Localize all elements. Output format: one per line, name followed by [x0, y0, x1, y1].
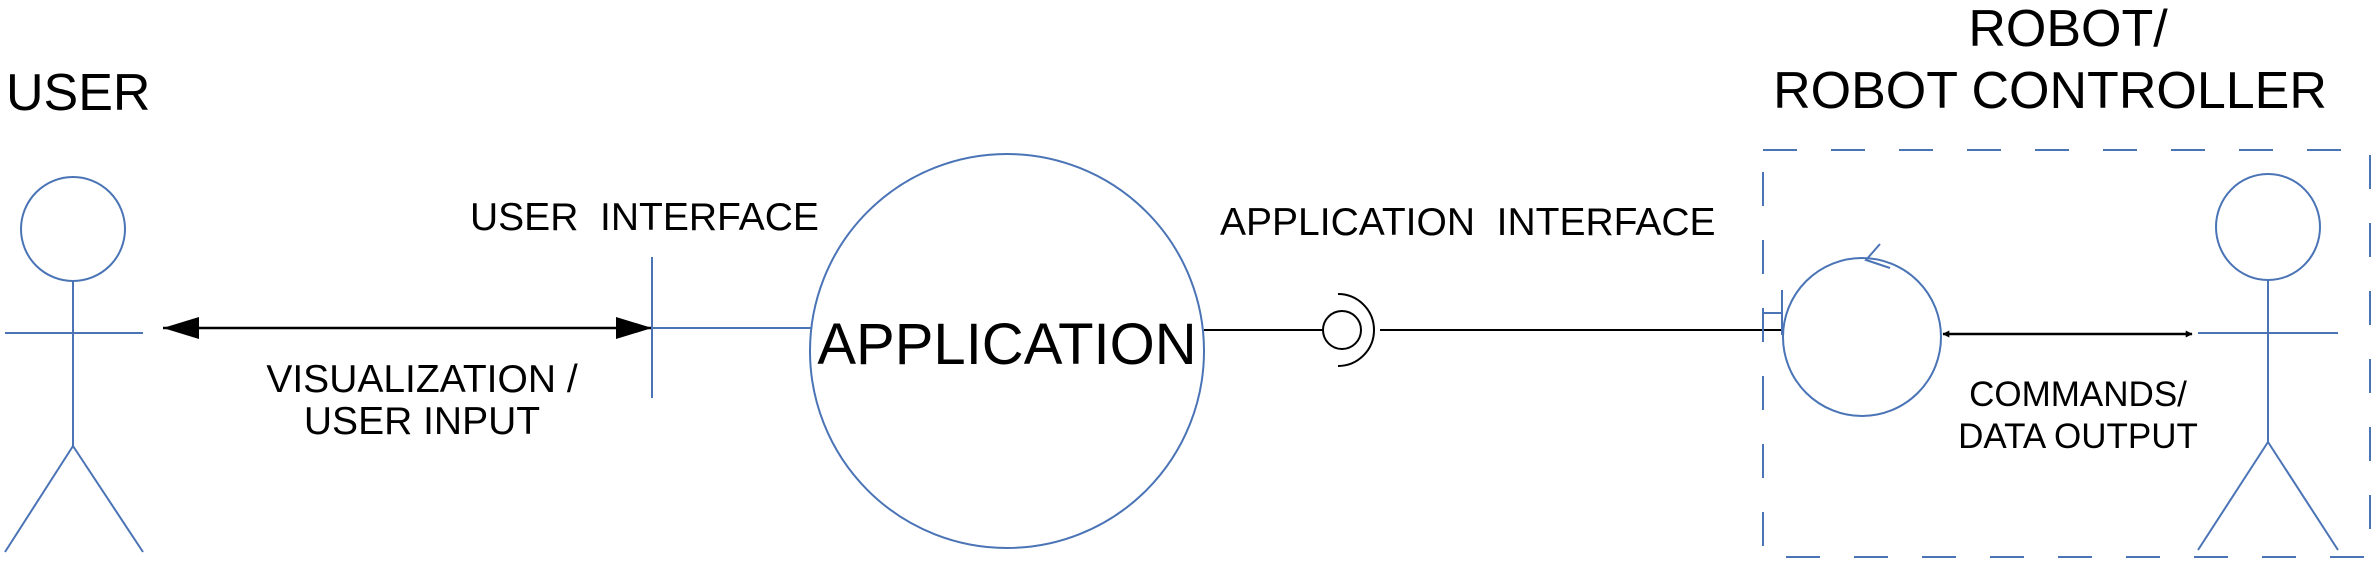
user-interface-port — [651, 257, 812, 398]
socket-arc — [1337, 293, 1375, 367]
application-label: APPLICATION — [817, 312, 1196, 377]
application-circle — [809, 153, 1205, 549]
robot-title-line2: ROBOT CONTROLLER — [1773, 62, 2327, 120]
user-stick-figure-icon — [4, 176, 144, 553]
user-title: USER — [6, 64, 150, 122]
robot-boundary — [1762, 149, 2371, 558]
lollipop-socket-icon — [1322, 310, 1362, 350]
control-loop-icon — [1782, 257, 1942, 417]
robot-title-line1: ROBOT/ — [1968, 0, 2168, 58]
robot-stick-figure-icon — [2197, 173, 2339, 551]
application-interface-label: APPLICATION INTERFACE — [1220, 201, 1716, 244]
robot-flow-label-line2: DATA OUTPUT — [1958, 417, 2198, 456]
user-flow-label-line1: VISUALIZATION / — [266, 358, 577, 401]
user-interface-label: USER INTERFACE — [470, 196, 819, 239]
robot-flow-label-line1: COMMANDS/ — [1969, 375, 2187, 414]
user-flow-label-line2: USER INPUT — [304, 400, 540, 443]
control-loop-arrowhead — [1864, 243, 1891, 269]
